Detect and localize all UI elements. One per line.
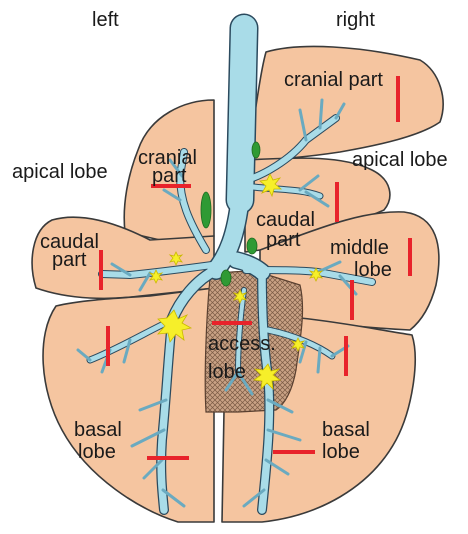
label-right-cranial-part: cranial part	[284, 69, 383, 91]
left-basal-lobe	[43, 288, 214, 522]
label-right-basal: basal	[322, 419, 370, 441]
label-access-lobe: lobe	[208, 361, 246, 383]
label-middle-lobe: lobe	[354, 259, 392, 281]
label-right-apical-lobe: apical lobe	[352, 149, 448, 171]
lymph-node	[221, 270, 231, 286]
label-right-basal-lobe: lobe	[322, 441, 360, 463]
label-access: access.	[208, 333, 276, 355]
label-right-caudal: caudal	[256, 209, 315, 231]
lymph-node	[252, 142, 260, 158]
lymph-node	[247, 238, 257, 254]
label-left-basal: basal	[74, 419, 122, 441]
label-left-basal-lobe: lobe	[78, 441, 116, 463]
label-left: left	[92, 9, 119, 31]
lymph-node	[201, 192, 211, 228]
label-left-cranial-part: part	[152, 165, 187, 187]
label-left-apical-lobe: apical lobe	[12, 161, 108, 183]
label-right-caudal-part: part	[266, 229, 301, 251]
label-left-caudal-part: part	[52, 249, 87, 271]
label-right: right	[336, 9, 375, 31]
label-middle: middle	[330, 237, 389, 259]
